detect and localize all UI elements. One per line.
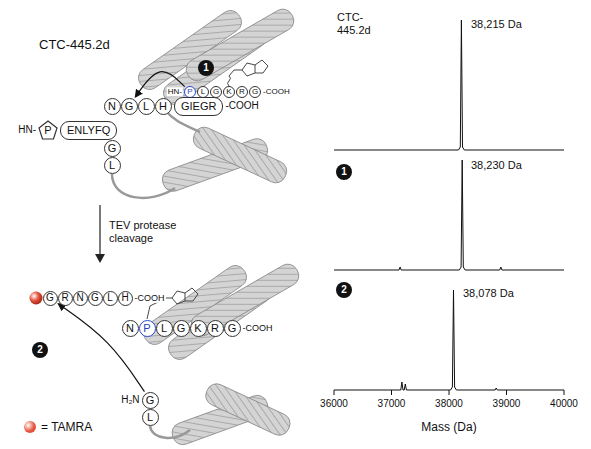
residue-circle: G bbox=[224, 320, 241, 337]
residue-circle: G bbox=[249, 86, 261, 98]
residue-circle: L bbox=[142, 409, 159, 426]
residue-circle: G bbox=[88, 291, 103, 306]
residue-circle: L bbox=[156, 320, 173, 337]
text-label: CTC- 445.2d bbox=[336, 11, 380, 36]
loop bbox=[150, 426, 190, 438]
residue-text: GIEGR bbox=[181, 101, 216, 112]
residue-text: L bbox=[143, 101, 149, 112]
residue-circle: P bbox=[139, 320, 156, 337]
text-label: 38,078 Da bbox=[462, 287, 515, 300]
sequence-box: ENLYFQ bbox=[60, 121, 117, 140]
residue-text: L bbox=[161, 323, 167, 334]
tick-label: 38000 bbox=[434, 398, 464, 410]
residue-text: R bbox=[239, 88, 245, 96]
tick-label: 37000 bbox=[377, 398, 407, 410]
text-label: HN- bbox=[17, 124, 37, 136]
text-label: -COOH bbox=[262, 87, 291, 96]
residue-text: G bbox=[213, 88, 219, 96]
mass-spectra bbox=[334, 20, 564, 395]
residue-circle: G bbox=[104, 140, 121, 157]
residue-circle: K bbox=[223, 86, 235, 98]
residue-text: G bbox=[108, 143, 117, 154]
residue-circle: N bbox=[73, 291, 88, 306]
residue-text: P bbox=[44, 125, 51, 136]
residue-circle: L bbox=[104, 157, 121, 174]
residue-circle: G bbox=[142, 392, 159, 409]
legend-text: = TAMRA bbox=[41, 420, 92, 434]
residue-text: P bbox=[187, 88, 192, 96]
residue-circle: N bbox=[104, 98, 121, 115]
text-label: H₂N bbox=[120, 394, 140, 406]
residue-text: L bbox=[107, 293, 113, 303]
loop bbox=[112, 174, 175, 198]
text-label: HN- bbox=[167, 87, 183, 96]
residue-circle: R bbox=[58, 291, 73, 306]
text-label: TEV protease cleavage bbox=[108, 219, 192, 244]
text-label: 38,215 Da bbox=[470, 18, 523, 31]
sequence-box: GIEGR bbox=[174, 97, 223, 116]
callout-circles bbox=[32, 60, 352, 358]
residue-text: G bbox=[125, 101, 134, 112]
callout-number: 2 bbox=[37, 344, 43, 356]
residue-text: G bbox=[146, 395, 155, 406]
reaction-arrow bbox=[59, 304, 145, 392]
text-label: CTC-445.2d bbox=[38, 38, 111, 53]
residue-text: K bbox=[226, 88, 231, 96]
residue-circle: L bbox=[103, 291, 118, 306]
residue-text: L bbox=[201, 88, 205, 96]
residue-circle: G bbox=[173, 320, 190, 337]
residue-text: R bbox=[61, 293, 68, 303]
residue-text: R bbox=[211, 323, 219, 334]
biotin-top bbox=[228, 60, 269, 86]
residue-circle: G bbox=[43, 291, 58, 306]
residue-text: H bbox=[121, 293, 128, 303]
residue-circle: N bbox=[122, 320, 139, 337]
callout-number: 2 bbox=[341, 284, 347, 296]
residue-circle: G bbox=[121, 98, 138, 115]
residue-text: L bbox=[147, 412, 153, 423]
callout-number: 1 bbox=[341, 166, 347, 178]
tamra-dot bbox=[30, 292, 43, 305]
reaction-arrow bbox=[136, 72, 185, 97]
callout-number: 1 bbox=[203, 62, 209, 74]
residue-circle: R bbox=[236, 86, 248, 98]
residue-text: G bbox=[177, 323, 186, 334]
tick-label: 40000 bbox=[549, 398, 579, 410]
residue-circle: H bbox=[155, 98, 172, 115]
residue-text: G bbox=[228, 323, 237, 334]
residue-text: H bbox=[159, 101, 167, 112]
tev-arrow bbox=[95, 205, 105, 263]
residue-text: G bbox=[91, 293, 99, 303]
residue-text: N bbox=[108, 101, 116, 112]
residue-text: G bbox=[252, 88, 258, 96]
helix-bundle-bottom bbox=[140, 260, 303, 447]
residue-circle: L bbox=[138, 98, 155, 115]
residue-text: N bbox=[76, 293, 83, 303]
tick-label: 36000 bbox=[319, 398, 349, 410]
text-label: Mass (Da) bbox=[420, 421, 477, 435]
tick-label: 39000 bbox=[492, 398, 522, 410]
residue-text: N bbox=[126, 323, 134, 334]
legend-swatch bbox=[24, 421, 36, 433]
helix-bundle-top bbox=[135, 5, 298, 194]
text-label: -COOH bbox=[224, 100, 259, 112]
proline-pentagon: P bbox=[38, 120, 58, 140]
residue-text: G bbox=[46, 293, 54, 303]
residue-circle: R bbox=[207, 320, 224, 337]
residue-text: K bbox=[194, 323, 201, 334]
residue-circle: K bbox=[190, 320, 207, 337]
text-label: -COOH bbox=[134, 293, 166, 303]
residue-text: P bbox=[143, 323, 150, 334]
text-label: 38,230 Da bbox=[470, 159, 523, 172]
residue-circle: H bbox=[118, 291, 133, 306]
text-label: -COOH bbox=[242, 323, 274, 333]
residue-text: ENLYFQ bbox=[67, 125, 110, 136]
legend-item: = TAMRA bbox=[24, 420, 92, 434]
residue-text: L bbox=[109, 160, 115, 171]
